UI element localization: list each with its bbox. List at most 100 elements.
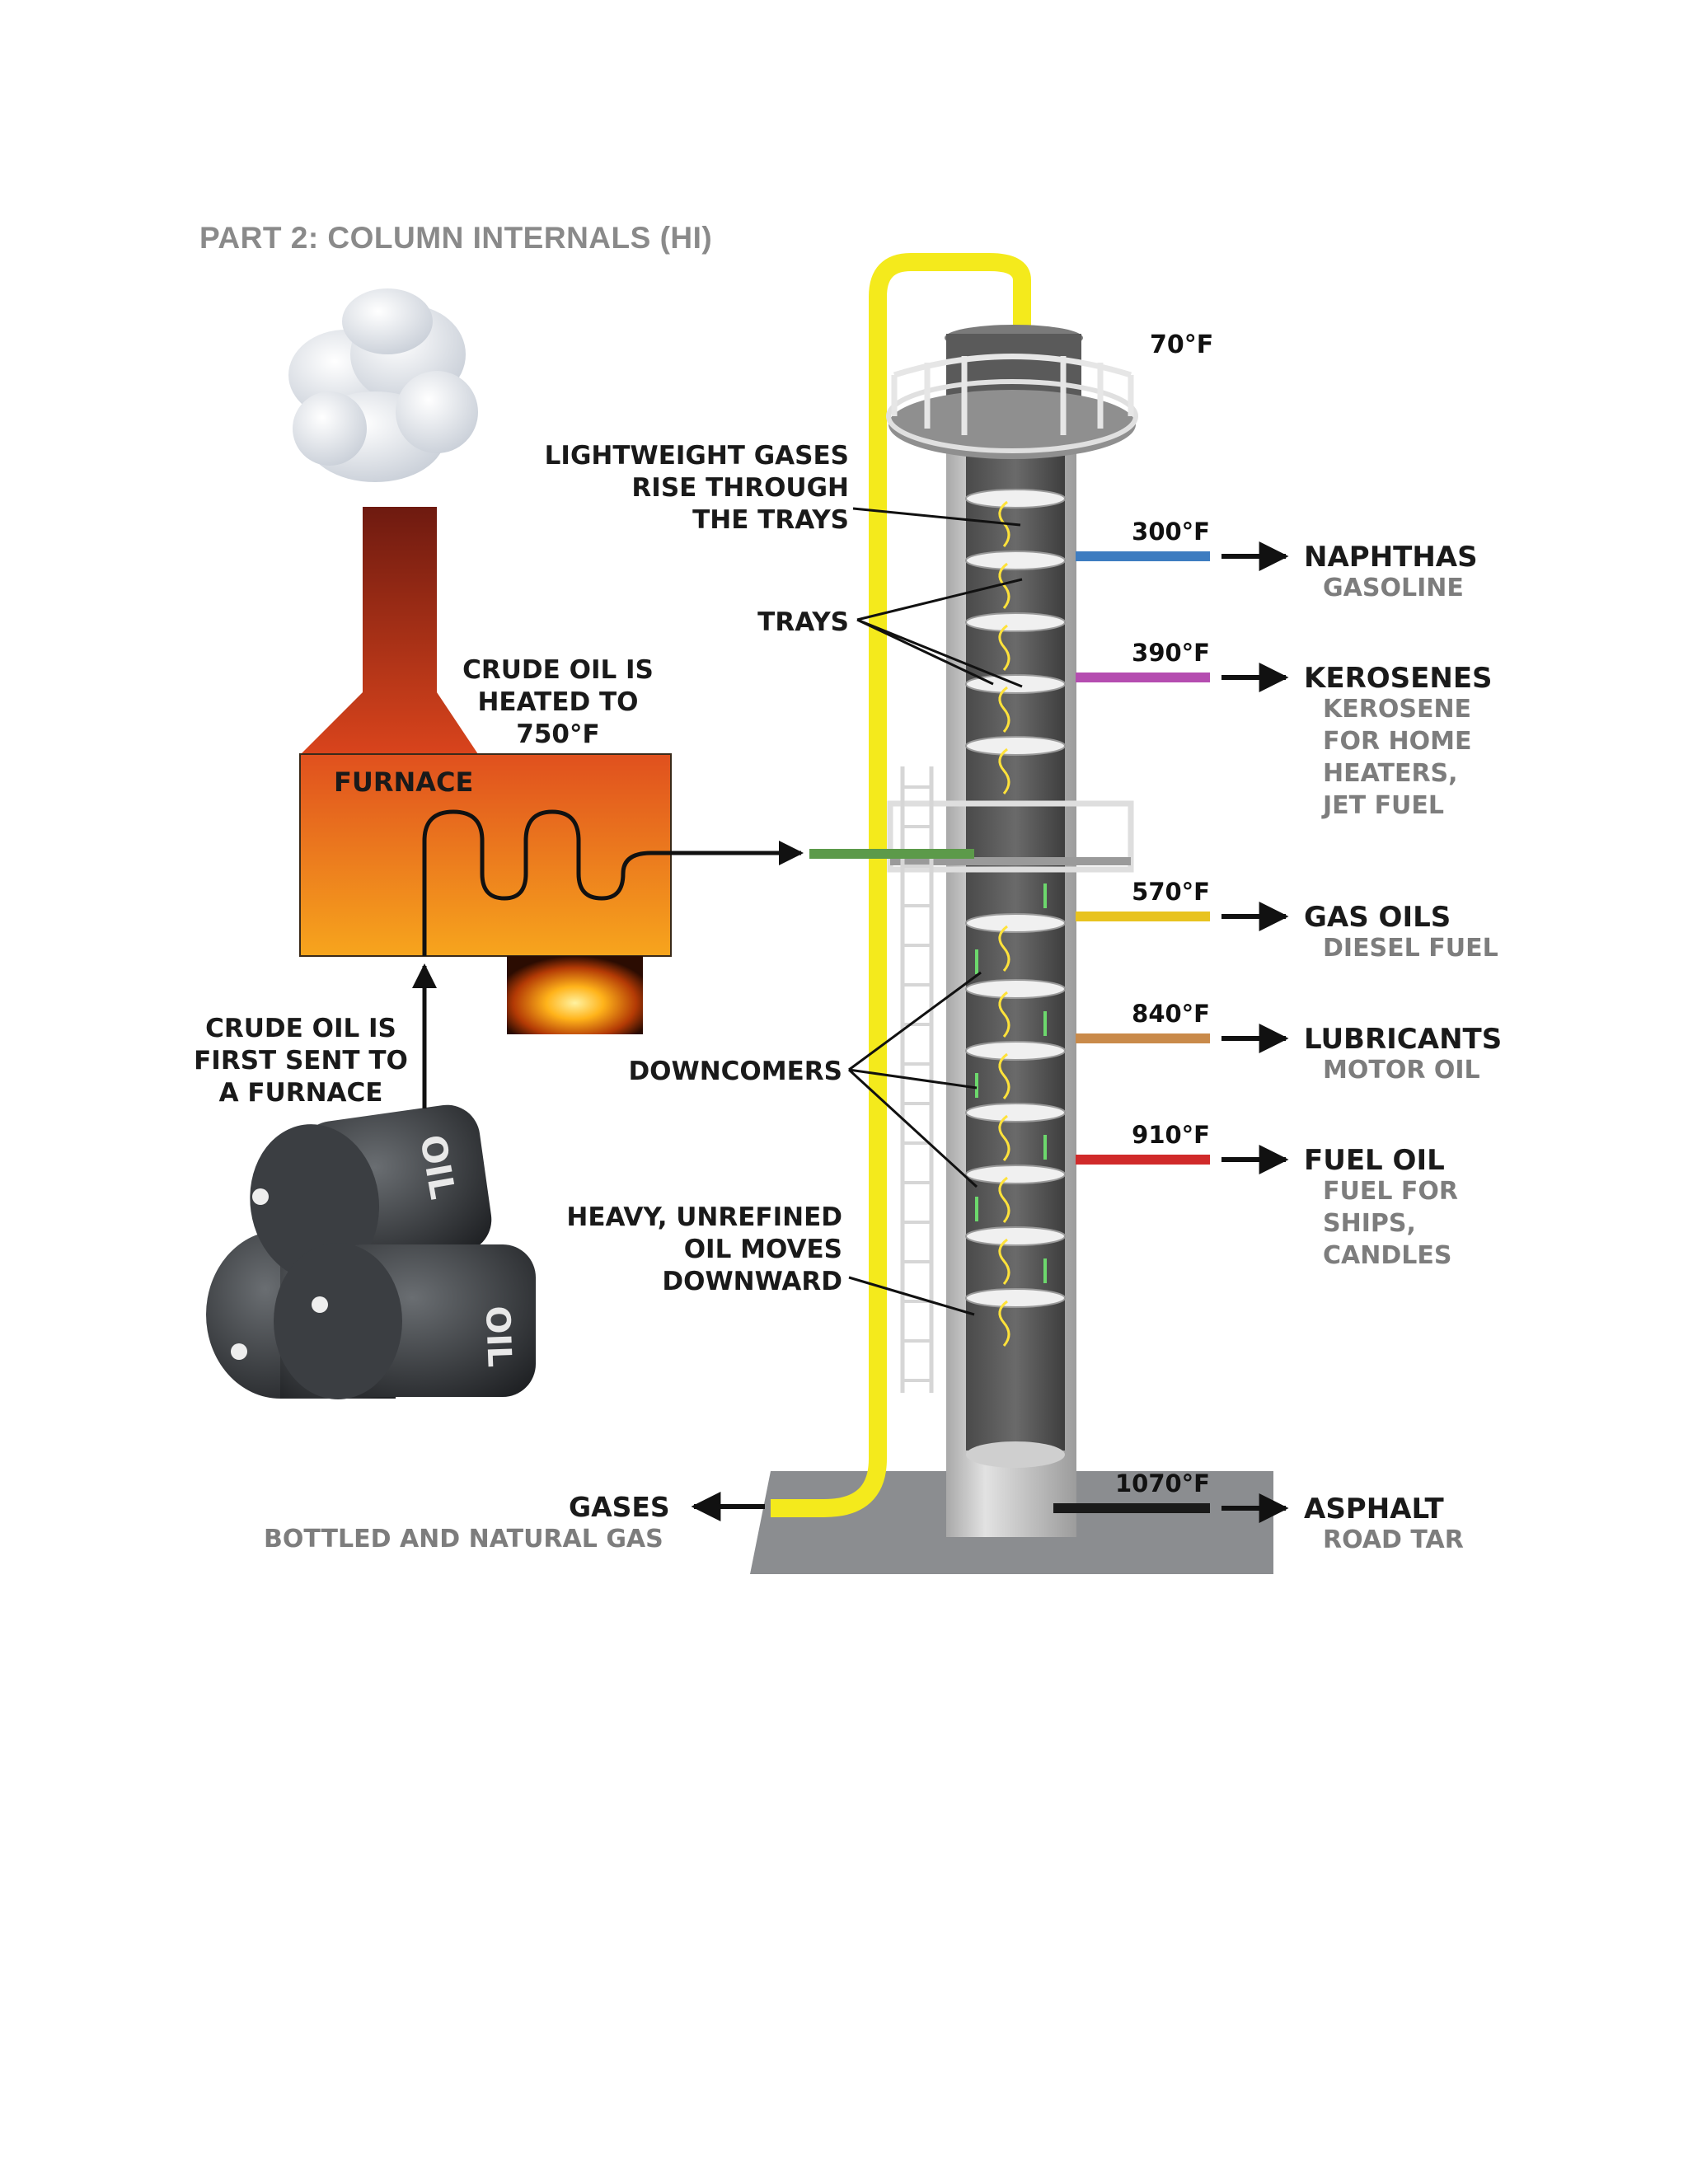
product-temp: 390°F [1132, 639, 1210, 667]
furnace-chimney [301, 507, 478, 754]
product-use: FUEL FOR [1323, 1177, 1458, 1206]
smoke-cloud [288, 288, 478, 482]
heavy-oil-line-3: DOWNWARD [662, 1267, 842, 1296]
heavy-oil-line-2: OIL MOVES [684, 1235, 842, 1264]
vapor-path [998, 748, 1010, 794]
gases-name: GASES [569, 1491, 670, 1523]
vapor-path [998, 1300, 1010, 1347]
product-use: SHIPS, [1323, 1209, 1416, 1238]
intro-line-3: A FURNACE [219, 1078, 383, 1108]
heated-line-1: CRUDE OIL IS [462, 655, 654, 685]
intro-line-2: FIRST SENT TO [194, 1046, 408, 1076]
top-railing [891, 354, 1134, 435]
product-use: CANDLES [1323, 1241, 1451, 1270]
product-use: GASOLINE [1323, 574, 1464, 602]
vapor-path [998, 1238, 1010, 1285]
feed-pipe [809, 849, 974, 859]
product-temp: 300°F [1132, 518, 1210, 546]
product-name: KEROSENES [1304, 662, 1493, 695]
product-name: LUBRICANTS [1304, 1023, 1502, 1056]
gases-rise-line-1: LIGHTWEIGHT GASES [545, 441, 849, 471]
tray [965, 489, 1066, 509]
vapor-path [998, 991, 1010, 1038]
furnace-coil [422, 809, 804, 956]
barrel-bung [231, 1343, 247, 1360]
fire-box [507, 956, 643, 1034]
product-name: ASPHALT [1304, 1493, 1445, 1526]
ladder [900, 766, 934, 1393]
product-pipe [1076, 912, 1210, 921]
product-use: HEATERS, [1323, 759, 1458, 788]
barrel-bung [252, 1188, 269, 1205]
product-use: MOTOR OIL [1323, 1056, 1480, 1085]
furnace-label: FURNACE [334, 766, 473, 798]
product-use: JET FUEL [1321, 791, 1444, 820]
product-name: FUEL OIL [1304, 1144, 1445, 1177]
tray [965, 913, 1066, 933]
product-pipe [1076, 551, 1210, 561]
product-pipe [1076, 673, 1210, 682]
product-use: KEROSENE [1323, 695, 1471, 724]
tray [965, 1041, 1066, 1061]
product-pipe [1076, 1033, 1210, 1043]
product-temp: 1070°F [1115, 1469, 1210, 1497]
heated-line-2: HEATED TO [477, 687, 638, 717]
intro-line-1: CRUDE OIL IS [205, 1014, 396, 1043]
trays-group [965, 489, 1066, 1347]
column-interior [966, 429, 1065, 1451]
gases-rise-line-3: THE TRAYS [692, 505, 849, 535]
vapor-path [998, 562, 1010, 609]
heated-line-3: 750°F [516, 719, 599, 749]
barrel-bung [312, 1296, 328, 1313]
product-pipe [1053, 1503, 1210, 1513]
top-platform [889, 390, 1136, 459]
tray [965, 551, 1066, 570]
tray [965, 979, 1066, 999]
product-name: GAS OILS [1304, 901, 1451, 934]
page-title: PART 2: COLUMN INTERNALS (HI) [199, 221, 713, 255]
product-pipe [1076, 1155, 1210, 1165]
tray [965, 612, 1066, 632]
tray [965, 1103, 1066, 1122]
tray [965, 736, 1066, 756]
vapor-path [998, 1052, 1010, 1099]
gases-rise-line-2: RISE THROUGH [631, 473, 849, 503]
gas-pipe [771, 253, 1031, 1517]
trays-label: TRAYS [757, 607, 849, 637]
product-use: ROAD TAR [1323, 1526, 1464, 1554]
heavy-oil-line-1: HEAVY, UNREFINED [566, 1202, 842, 1232]
gases-use: BOTTLED AND NATURAL GAS [264, 1525, 663, 1554]
tray [965, 1226, 1066, 1246]
gases-rise-pointer [852, 507, 1021, 527]
downcomers-pointers [847, 971, 982, 1188]
heavy-oil-pointer [848, 1276, 975, 1316]
vapor-path [998, 1176, 1010, 1223]
tray [965, 1288, 1066, 1308]
product-name: NAPHTHAS [1304, 541, 1478, 574]
vapor-path [998, 1114, 1010, 1161]
top-platform-rim [886, 379, 1138, 453]
barrel-front [274, 1243, 536, 1399]
top-temperature: 70°F [1150, 330, 1213, 359]
vapor-path [998, 624, 1010, 671]
product-temp: 570°F [1132, 878, 1210, 906]
barrel-top [250, 1104, 492, 1281]
product-use: FOR HOME [1323, 727, 1472, 756]
furnace-box [299, 753, 672, 957]
tray [965, 1165, 1066, 1184]
product-use: DIESEL FUEL [1323, 934, 1498, 963]
middle-platform [887, 800, 1134, 873]
product-temp: 840°F [1132, 1000, 1210, 1028]
vapor-path [998, 925, 1010, 972]
ladder-rungs [903, 785, 931, 1382]
vapor-path [998, 686, 1010, 733]
trays-pointers [856, 578, 1023, 688]
column-base-interior [966, 1441, 1065, 1468]
